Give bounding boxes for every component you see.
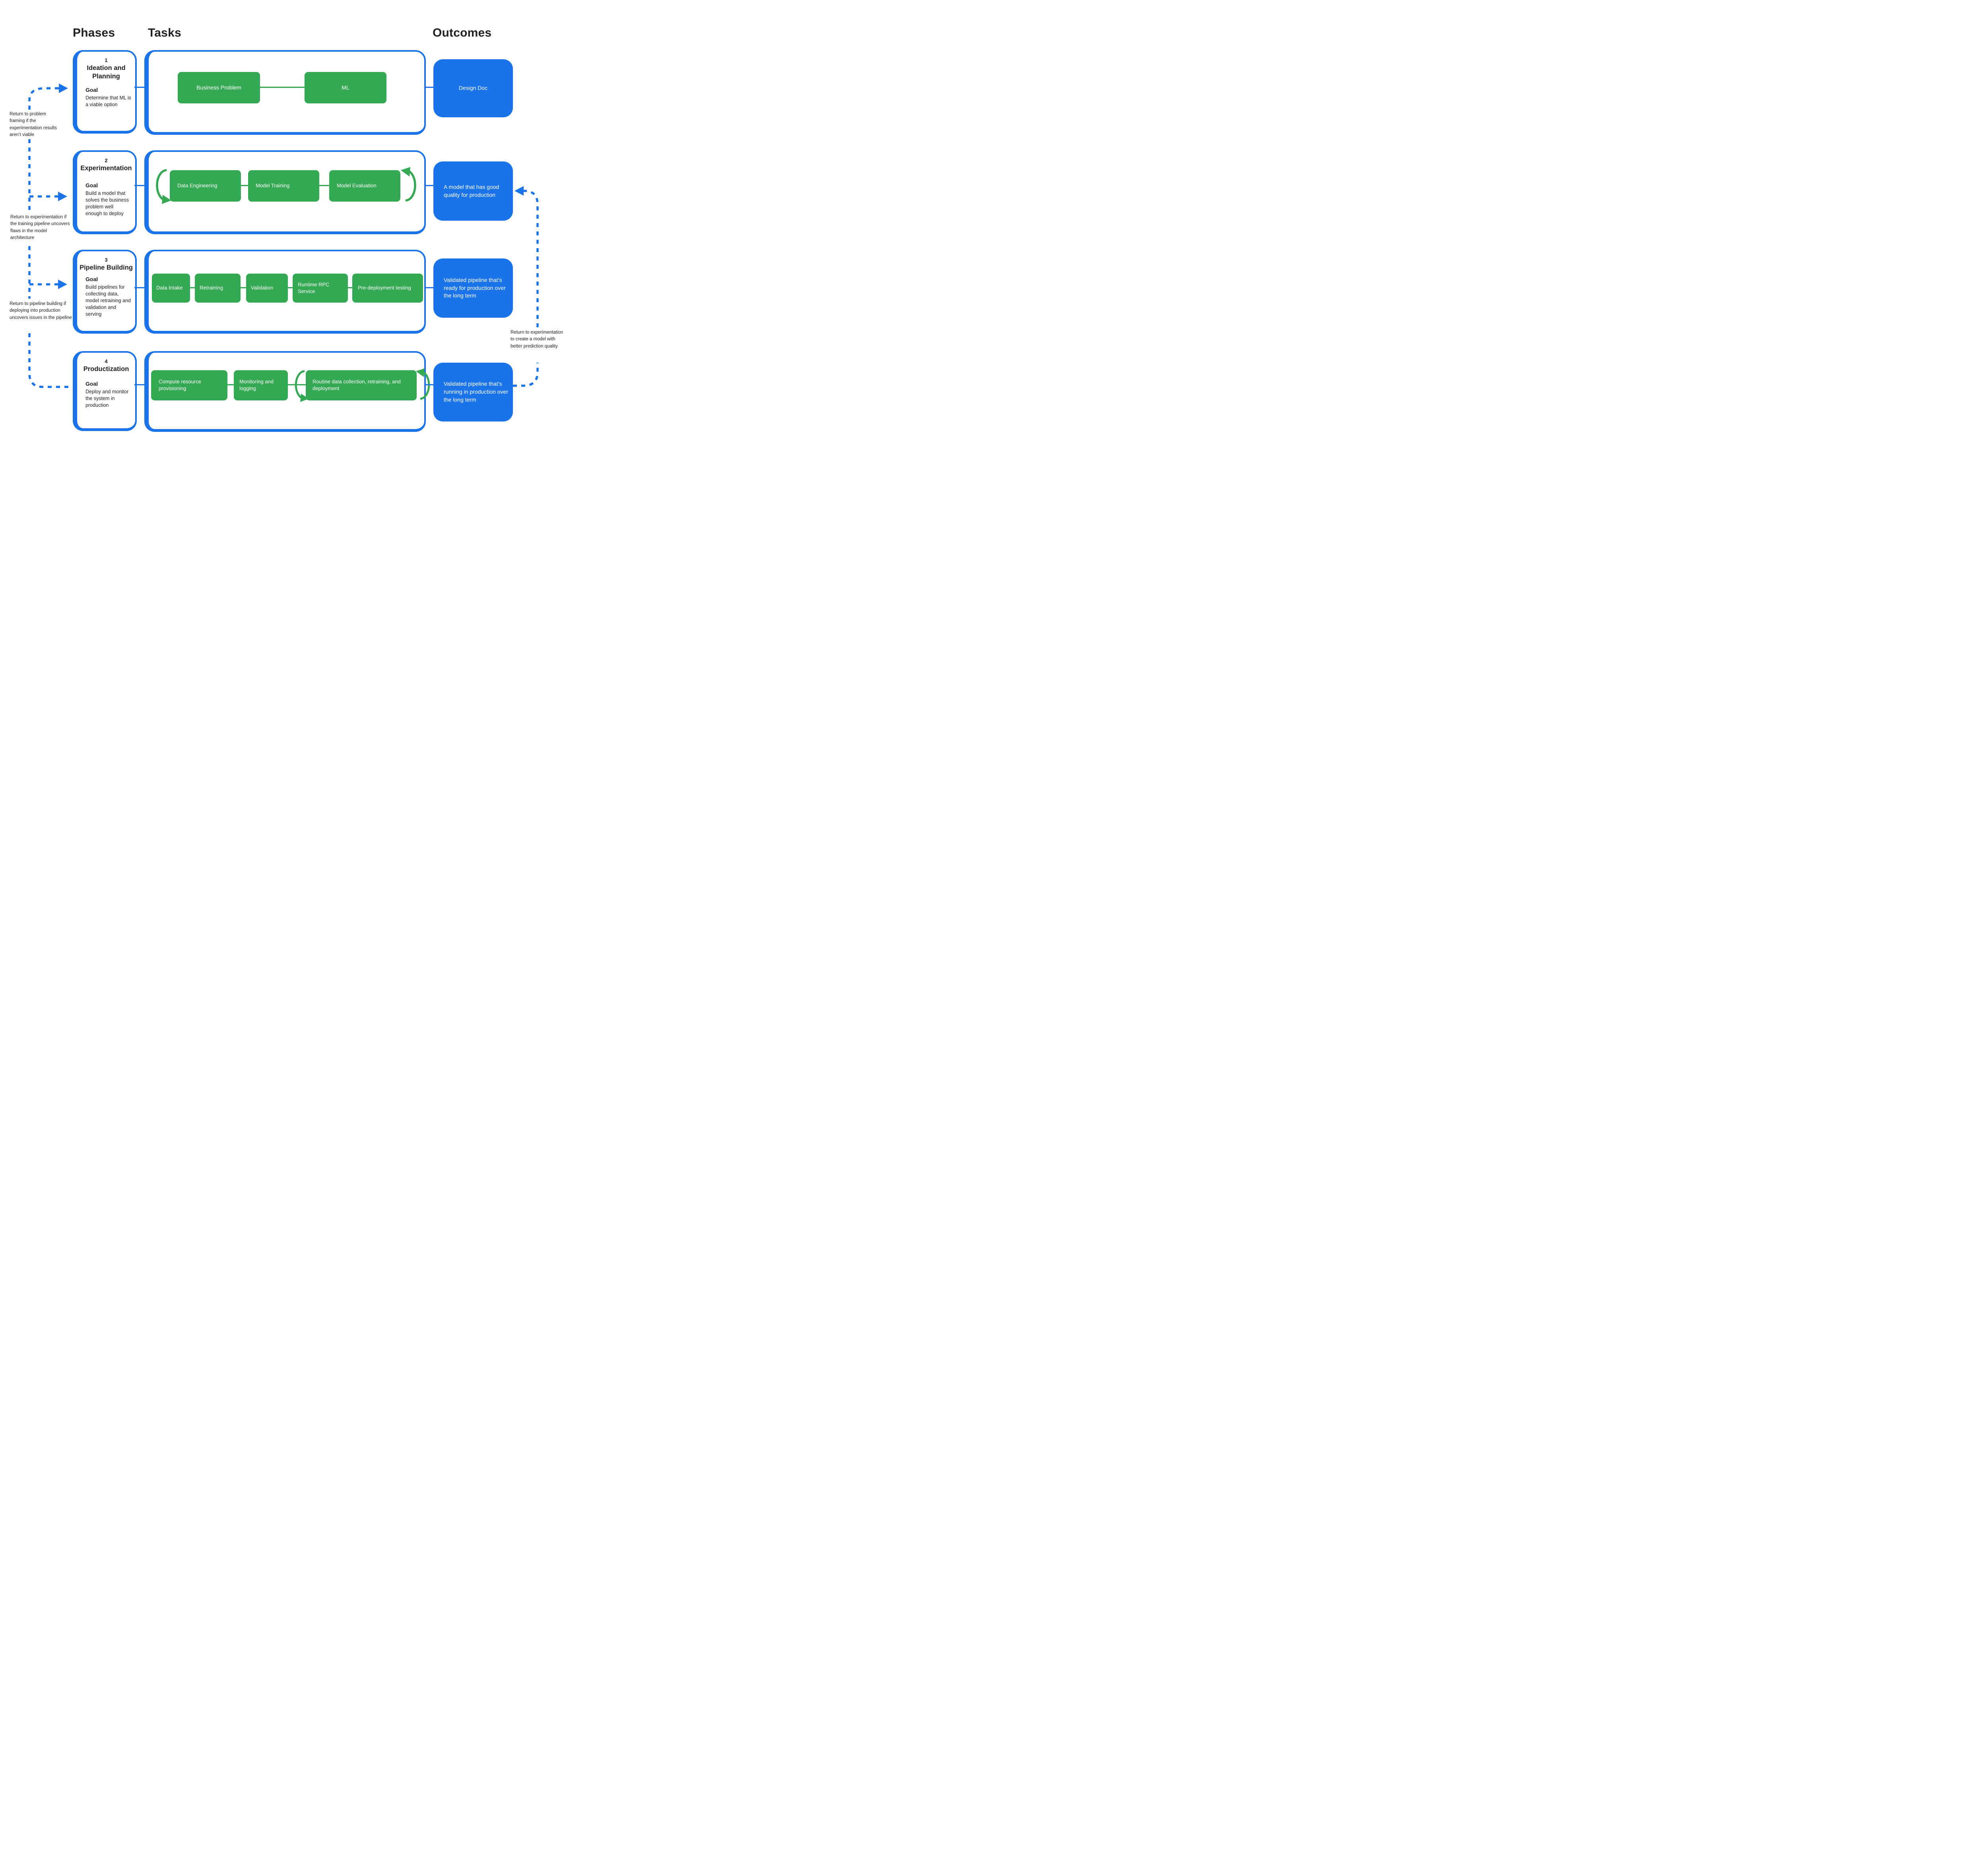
connector-tasks-outcome2 (425, 185, 434, 186)
outcome-validated-pipeline-ready: Validated pipeline that’s ready for prod… (433, 258, 513, 318)
loop-arrow-left-icon (295, 370, 309, 402)
connector-task-link (288, 287, 293, 288)
goal-text: Determine that ML is a viable option (85, 95, 131, 108)
connector-task-link (241, 185, 248, 186)
outcome-design-doc: Design Doc (433, 59, 513, 117)
return-arrow-icon (58, 192, 67, 201)
annotation-return-problem-framing: Return to problem framing if the experim… (10, 110, 62, 139)
goal-text: Build pipelines for collecting data, mod… (85, 284, 131, 317)
phase-number: 1 (105, 57, 108, 63)
phase-title: Pipeline Building (80, 264, 133, 271)
goal-label: Goal (85, 87, 98, 93)
phase-title: Ideation and Planning (87, 64, 126, 80)
connector-task-link (241, 287, 246, 288)
phase-box-pipeline-building: 3 Pipeline Building Goal Build pipelines… (73, 250, 137, 334)
task-business-problem: Business Problem (178, 72, 260, 103)
outcomes-column-header: Outcomes (433, 26, 492, 39)
task-ml: ML (305, 72, 386, 103)
loop-arrow-left-icon (156, 169, 171, 204)
connector-task-link (319, 185, 329, 186)
outcome-validated-pipeline-running: Validated pipeline that’s running in pro… (433, 363, 513, 422)
connector-phase2-tasks (134, 185, 146, 186)
connector-task-link (348, 287, 352, 288)
goal-label: Goal (85, 182, 98, 188)
annotation-return-better-prediction: Return to experimentation to create a mo… (511, 328, 564, 351)
task-runtime-rpc-service: Runtime RPC Service (293, 274, 348, 303)
connector-tasks-outcome4 (425, 384, 434, 385)
return-arrow-left-icon (514, 186, 524, 196)
task-pre-deployment-testing: Pre-deployment testing (352, 274, 423, 303)
return-paths-layer (28, 84, 539, 388)
task-data-engineering: Data Engineering (170, 170, 241, 202)
task-monitoring-logging: Monitoring and logging (234, 370, 288, 400)
phases-column-header: Phases (73, 26, 115, 39)
connector-task-link (227, 384, 234, 385)
phase-box-ideation-planning: 1 Ideation and Planning Goal Determine t… (73, 50, 137, 134)
connector-tasks-outcome3 (425, 287, 434, 288)
tasks-column-header: Tasks (148, 26, 181, 39)
return-path-from-phase4 (28, 333, 73, 388)
connector-tasks-outcome1 (425, 87, 434, 88)
loop-arrow-right-icon (416, 368, 430, 400)
return-path-to-outcome2 (522, 190, 539, 327)
phase-number: 2 (105, 157, 108, 163)
goal-label: Goal (85, 276, 98, 282)
connector-phase3-tasks (134, 287, 146, 288)
connector-task-link (190, 287, 195, 288)
task-compute-resource-provisioning: Compute resource provisioning (151, 370, 227, 400)
phase-box-productization: 4 Productization Goal Deploy and monitor… (73, 351, 137, 431)
task-retraining: Retraining (195, 274, 241, 303)
return-arrow-icon (59, 84, 68, 93)
loop-arrow-right-icon (401, 167, 416, 202)
goal-label: Goal (85, 380, 98, 387)
annotation-return-experimentation: Return to experimentation if the trainin… (10, 213, 71, 242)
task-model-evaluation: Model Evaluation (329, 170, 400, 202)
phase-number: 4 (105, 358, 108, 364)
return-path-from-outcome4 (513, 363, 539, 387)
phase-number: 3 (105, 257, 108, 263)
return-path-to-phase1 (28, 87, 59, 110)
connector-phase4-tasks (134, 384, 146, 385)
task-routine-data-collection: Routine data collection, retraining, and… (306, 370, 417, 400)
phase-title: Productization (83, 365, 129, 373)
connector-phase1-tasks (134, 87, 146, 88)
connector-task-link (260, 87, 305, 88)
phase-title: Experimentation (80, 165, 132, 172)
return-arrow-icon (58, 280, 67, 289)
goal-text: Build a model that solves the business p… (85, 190, 129, 216)
task-data-intake: Data Intake (152, 274, 190, 303)
goal-text: Deploy and monitor the system in product… (85, 389, 129, 408)
task-validation: Validation (246, 274, 288, 303)
phase-box-experimentation: 2 Experimentation Goal Build a model tha… (73, 150, 137, 234)
task-model-training: Model Training (248, 170, 319, 202)
outcome-model-good-quality: A model that has good quality for produc… (433, 161, 513, 221)
mlops-phases-diagram: Phases Tasks Outcomes Return to problem … (0, 0, 564, 465)
annotation-return-pipeline-building: Return to pipeline building if deploying… (10, 300, 73, 322)
